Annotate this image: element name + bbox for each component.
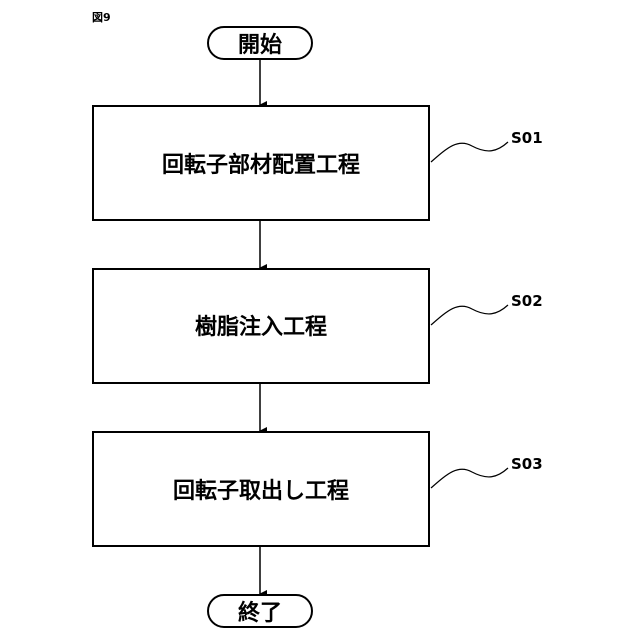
end-terminal-label: 終了 [238, 600, 282, 626]
process-step-s01: 回転子部材配置工程 S01 [93, 106, 543, 220]
figure-label: 図9 [92, 10, 111, 24]
leader-line-s03 [431, 468, 508, 488]
start-terminal-label: 開始 [238, 32, 282, 58]
step-id-s03: S03 [511, 455, 543, 473]
leader-line-s02 [431, 305, 508, 325]
process-label-s02: 樹脂注入工程 [195, 314, 327, 340]
process-label-s03: 回転子取出し工程 [173, 478, 349, 504]
step-id-s01: S01 [511, 129, 543, 147]
step-id-s02: S02 [511, 292, 543, 310]
end-terminal: 終了 [208, 595, 312, 627]
process-label-s01: 回転子部材配置工程 [162, 152, 360, 178]
process-step-s02: 樹脂注入工程 S02 [93, 269, 543, 383]
leader-line-s01 [431, 142, 508, 162]
start-terminal: 開始 [208, 27, 312, 59]
process-step-s03: 回転子取出し工程 S03 [93, 432, 543, 546]
